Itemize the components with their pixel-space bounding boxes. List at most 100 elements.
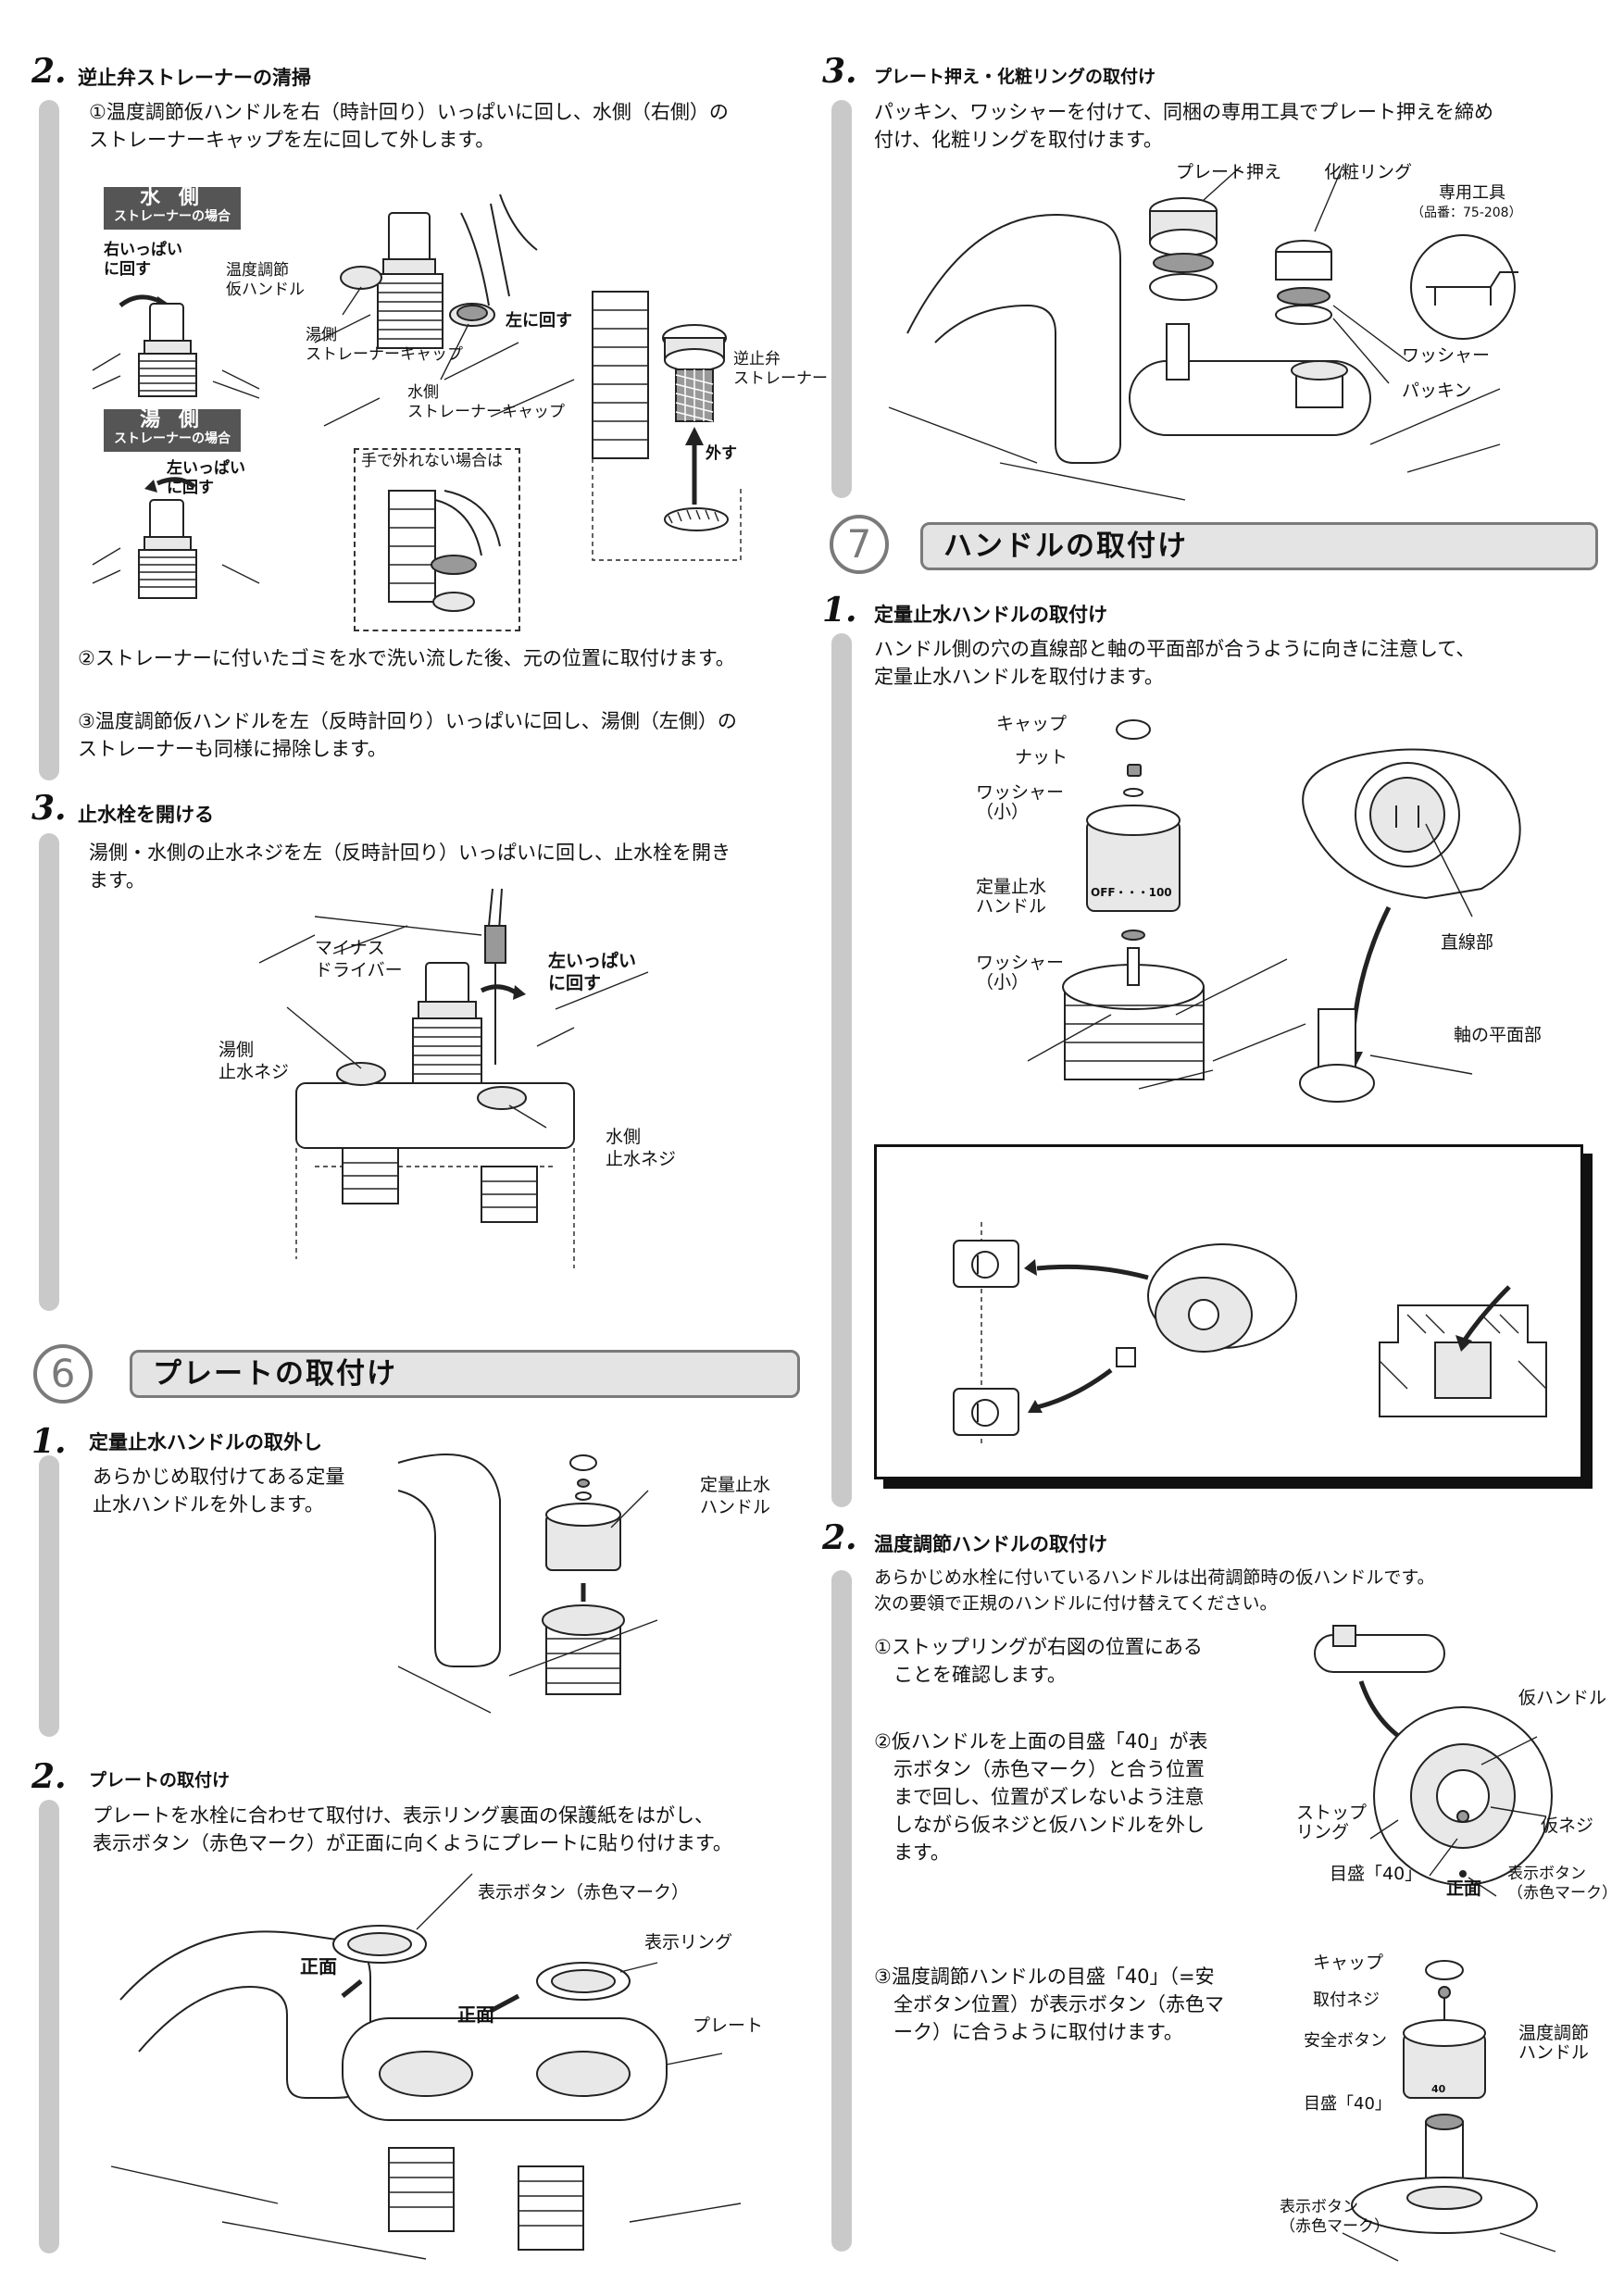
step-title: 温度調節ハンドルの取付け [874,1533,1107,1555]
tool-label: 専用工具 [1439,183,1505,203]
scale-40-label-2: 目盛「40」 [1304,2094,1392,2114]
turn-left-label: 左いっぱい に回す [167,459,245,497]
step-bar-left-3 [39,833,59,1311]
display-button-label-2: 表示ボタン （赤色マーク） [1280,2198,1390,2236]
dial-40-mark: 40 [1431,2083,1446,2095]
section-title: ハンドルの取付け [943,530,1188,563]
tool-number-label: （品番：75-208） [1411,206,1522,220]
fixed-handle-label: 定量止水 ハンドル [976,877,1047,917]
pliers-caption: 手で外れない場合は [361,452,503,471]
shaft-flat-label: 軸の平面部 [1454,1025,1543,1045]
handle-exploded-illustration [1027,719,1306,1090]
check-valve-illustration [592,291,742,561]
step-text: ①温度調節仮ハンドルを右（時計回り）いっぱいに回し、水側（右側）の ストレーナー… [89,101,729,151]
step-text-3: ③温度調節仮ハンドルを左（反時計回り）いっぱいに回し、湯側（左側）の ストレーナ… [78,710,737,760]
temp-handle-label: 仮ハンドル [1518,1688,1607,1708]
driver-label: マイナス ドライバー [315,938,403,980]
step-bar-left-6-1 [39,1455,59,1737]
step-text: 湯側・水側の止水ネジを左（反時計回り）いっぱいに回し、止水栓を開き ます。 [89,842,731,892]
handle-removal-illustration [397,1454,658,1714]
button-label: 表示ボタン（赤色マーク） [478,1882,690,1903]
step-bar-left-2 [39,100,59,780]
section-title-bar: ハンドルの取付け [920,522,1598,570]
remove-label: 外す [706,444,737,463]
temp-screw-label: 仮ネジ [1541,1816,1594,1836]
step-title: プレート押え・化粧リングの取付け [874,67,1156,87]
plate-holder-illustration [888,166,1518,501]
step-number: 2. [31,52,67,91]
packing-label: パッキン [1402,381,1472,401]
step-text: あらかじめ水栓に付いているハンドルは出荷調節時の仮ハンドルです。 次の要領で正規… [874,1567,1435,1614]
step-number: 2. [822,1518,857,1557]
step-bar-left-6-2 [39,1800,59,2253]
stop-valve-illustration [258,888,649,1268]
nut-label: ナット [1015,747,1068,767]
step-number: 1. [31,1422,67,1461]
step-text: あらかじめ取付けてある定量 止水ハンドルを外します。 [93,1466,345,1516]
deco-ring-label: 化粧リング [1324,162,1413,182]
turn-left-full-label: 左いっぱい に回す [548,951,637,993]
washer-small-label-1: ワッシャー （小） [976,782,1065,822]
turn-right-label: 右いっぱい に回す [104,241,182,279]
dial-scale-label: OFF・・・100 [1091,886,1172,899]
scale-40-label: 目盛「40」 [1330,1864,1423,1884]
step-bar-right-7-2 [831,1570,852,2252]
section-number-circle: 6 [33,1344,93,1404]
water-side-label-box: 水 側 ストレーナーの場合 [104,187,241,230]
plate-label: プレート [693,2015,764,2036]
pliers-illustration [388,490,501,612]
section-title-bar: プレートの取付け [130,1350,800,1398]
step-text-2: ②ストレーナーに付いたゴミを水で洗い流した後、元の位置に取付けます。 [78,647,735,669]
mount-screw-label: 取付ネジ [1313,1990,1380,2010]
turn-left-cap-label: 左に回す [506,311,572,331]
hot-screw-label: 湯側 止水ネジ [219,1040,290,1082]
instruction-1: ①ストップリングが右図の位置にある ことを確認します。 [874,1636,1203,1686]
temp-handle-install-illustration [1342,1960,1556,2262]
instruction-2: ②仮ハンドルを上面の目盛「40」が表 示ボタン（赤色マーク）と合う位置 まで回し… [874,1730,1208,1864]
straight-part-label: 直線部 [1441,932,1494,953]
temp-handle-label: 温度調節 仮ハンドル [226,261,305,299]
display-button-label: 表示ボタン （赤色マーク） [1507,1865,1618,1903]
water-side-faucet-illustration [92,294,260,399]
step-bar-right-7-1 [831,633,852,1507]
section-title: プレートの取付け [153,1357,397,1391]
step-text: プレートを水栓に合わせて取付け、表示リング裏面の保護紙をはがし、 表示ボタン（赤… [93,1804,732,1854]
ring-label: 表示リング [644,1932,733,1953]
step-bar-right-3 [831,100,852,498]
check-valve-label: 逆止弁 ストレーナー [733,350,828,388]
water-cap-label: 水側 ストレーナーキャップ [407,383,565,421]
instruction-3: ③温度調節ハンドルの目盛「40」（=安 全ボタン位置）が表示ボタン（赤色マ ーク… [874,1965,1224,2043]
cap-label: キャップ [1313,1953,1384,1973]
hot-side-label-box: 湯 側 ストレーナーの場合 [104,409,241,452]
step-title: 定量止水ハンドルの取外し [89,1431,322,1454]
pliers-inset-box [354,448,520,631]
front-label: 正面 [1446,1878,1482,1899]
step-number: 2. [31,1757,67,1796]
washer-label: ワッシャー [1402,345,1491,366]
step-number: 3. [822,52,857,91]
strainer-removal-illustration [314,193,575,427]
washer-small-label-2: ワッシャー （小） [976,953,1065,992]
handle-label: 定量止水 ハンドル [700,1475,771,1517]
step-title: 逆止弁ストレーナーの清掃 [78,67,311,89]
stop-ring-illustration [1314,1625,1553,1897]
handle-detail-illustration [1299,748,1521,1103]
hot-side-faucet-illustration [92,477,260,599]
step-text: ハンドル側の穴の直線部と軸の平面部が合うように向きに注意して、 定量止水ハンドル… [874,638,1476,688]
step-number: 3. [31,789,67,828]
plate-installation-illustration [110,1873,742,2260]
step-title: プレートの取付け [89,1770,231,1791]
step-title: 止水栓を開ける [78,804,214,826]
cap-label: キャップ [996,714,1068,734]
temp-control-handle-label: 温度調節 ハンドル [1518,2023,1590,2063]
step-text: パッキン、ワッシャーを付けて、同梱の専用工具でプレート押えを締め 付け、化粧リン… [874,101,1494,151]
caution-washer-illustration [953,1222,1297,1444]
step-number: 1. [822,591,857,630]
hot-cap-label: 湯側 ストレーナーキャップ [306,326,463,364]
safety-button-label: 安全ボタン [1304,2031,1387,2051]
front-label-1: 正面 [300,1955,337,1978]
stop-ring-label: ストップ リング [1296,1803,1368,1842]
section-number-circle: 7 [830,515,889,574]
step-title: 定量止水ハンドルの取付け [874,604,1107,626]
plate-holder-label: プレート押え [1176,162,1282,182]
